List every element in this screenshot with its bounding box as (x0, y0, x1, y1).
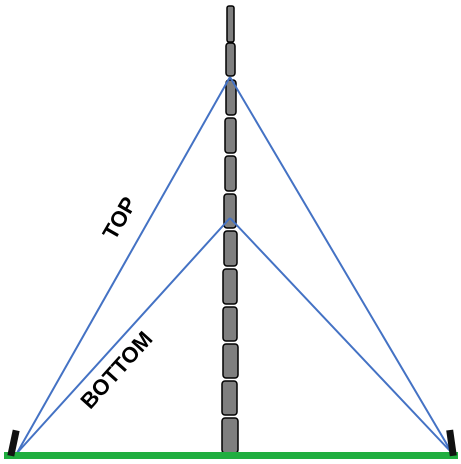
right-anchor (446, 429, 457, 457)
bottom-guy-right (229, 217, 453, 454)
mast-segment (225, 42, 236, 77)
top-guy-label: TOP (97, 193, 141, 244)
mast (221, 5, 239, 454)
mast-segment (223, 193, 237, 229)
bottom-guy-left (16, 217, 231, 454)
guy-wires (16, 76, 453, 454)
ground-line (4, 452, 458, 459)
mast-tip (226, 5, 235, 43)
mast-segment (222, 343, 239, 379)
mast-segment (221, 380, 238, 416)
bottom-guy-label: BOTTOM (75, 326, 157, 413)
mast-segment (223, 230, 238, 267)
left-anchor (7, 429, 20, 457)
mast-segment (221, 417, 239, 454)
top-guy-left (16, 76, 231, 454)
mast-segment (222, 268, 238, 305)
mast-segment (224, 155, 237, 192)
mast-segment (222, 306, 238, 342)
top-guy-right (229, 76, 453, 454)
mast-segment (224, 117, 237, 154)
